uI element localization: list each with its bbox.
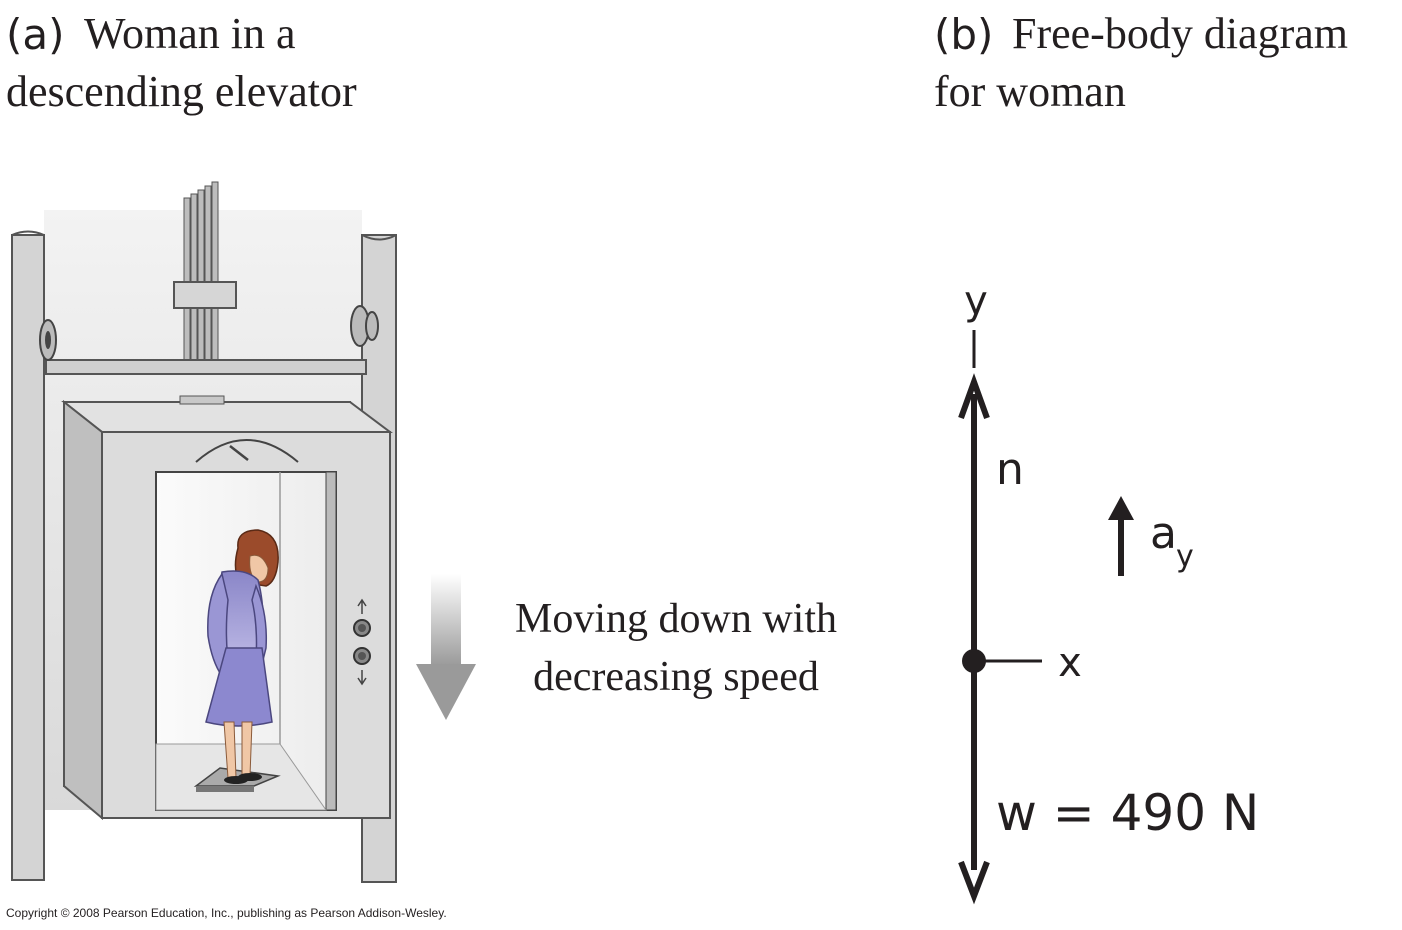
woman-point bbox=[962, 649, 986, 673]
normal-force-arrowhead bbox=[958, 373, 990, 420]
weight-arrowhead bbox=[958, 860, 990, 905]
panel-a-title-line2: descending elevator bbox=[6, 67, 357, 116]
crosshead-beam bbox=[45, 359, 367, 375]
free-body-diagram: y x n a y w = 490 N bbox=[958, 278, 1259, 905]
floor-indicator-needle bbox=[229, 445, 249, 461]
motion-description: Moving down with decreasing speed bbox=[470, 590, 882, 706]
weight-label: w = 490 N bbox=[996, 784, 1259, 842]
acceleration-label: a bbox=[1150, 508, 1177, 559]
motion-arrow bbox=[416, 574, 476, 720]
shaft-left-rail bbox=[11, 234, 45, 881]
panel-b-title-line1: Free-body diagram bbox=[1012, 9, 1348, 58]
panel-b-part-label: (b) bbox=[934, 10, 994, 59]
normal-force-label: n bbox=[996, 444, 1024, 495]
y-axis-label: y bbox=[964, 278, 988, 324]
acceleration-subscript: y bbox=[1176, 539, 1194, 574]
elevator-cables bbox=[39, 181, 379, 375]
motion-line2: decreasing speed bbox=[533, 654, 819, 700]
panel-a-title-line1: Woman in a bbox=[84, 9, 296, 58]
floor-indicator-dial bbox=[195, 439, 299, 463]
cable-clamp bbox=[173, 281, 237, 309]
panel-b-title-line2: for woman bbox=[934, 67, 1126, 116]
motion-line1: Moving down with bbox=[514, 596, 837, 642]
woman-figure bbox=[205, 529, 279, 784]
acceleration-arrowhead bbox=[1108, 496, 1134, 520]
x-axis-label: x bbox=[1058, 640, 1082, 686]
copyright-notice: Copyright © 2008 Pearson Education, Inc.… bbox=[6, 906, 447, 920]
panel-a-part-label: (a) bbox=[6, 10, 65, 59]
